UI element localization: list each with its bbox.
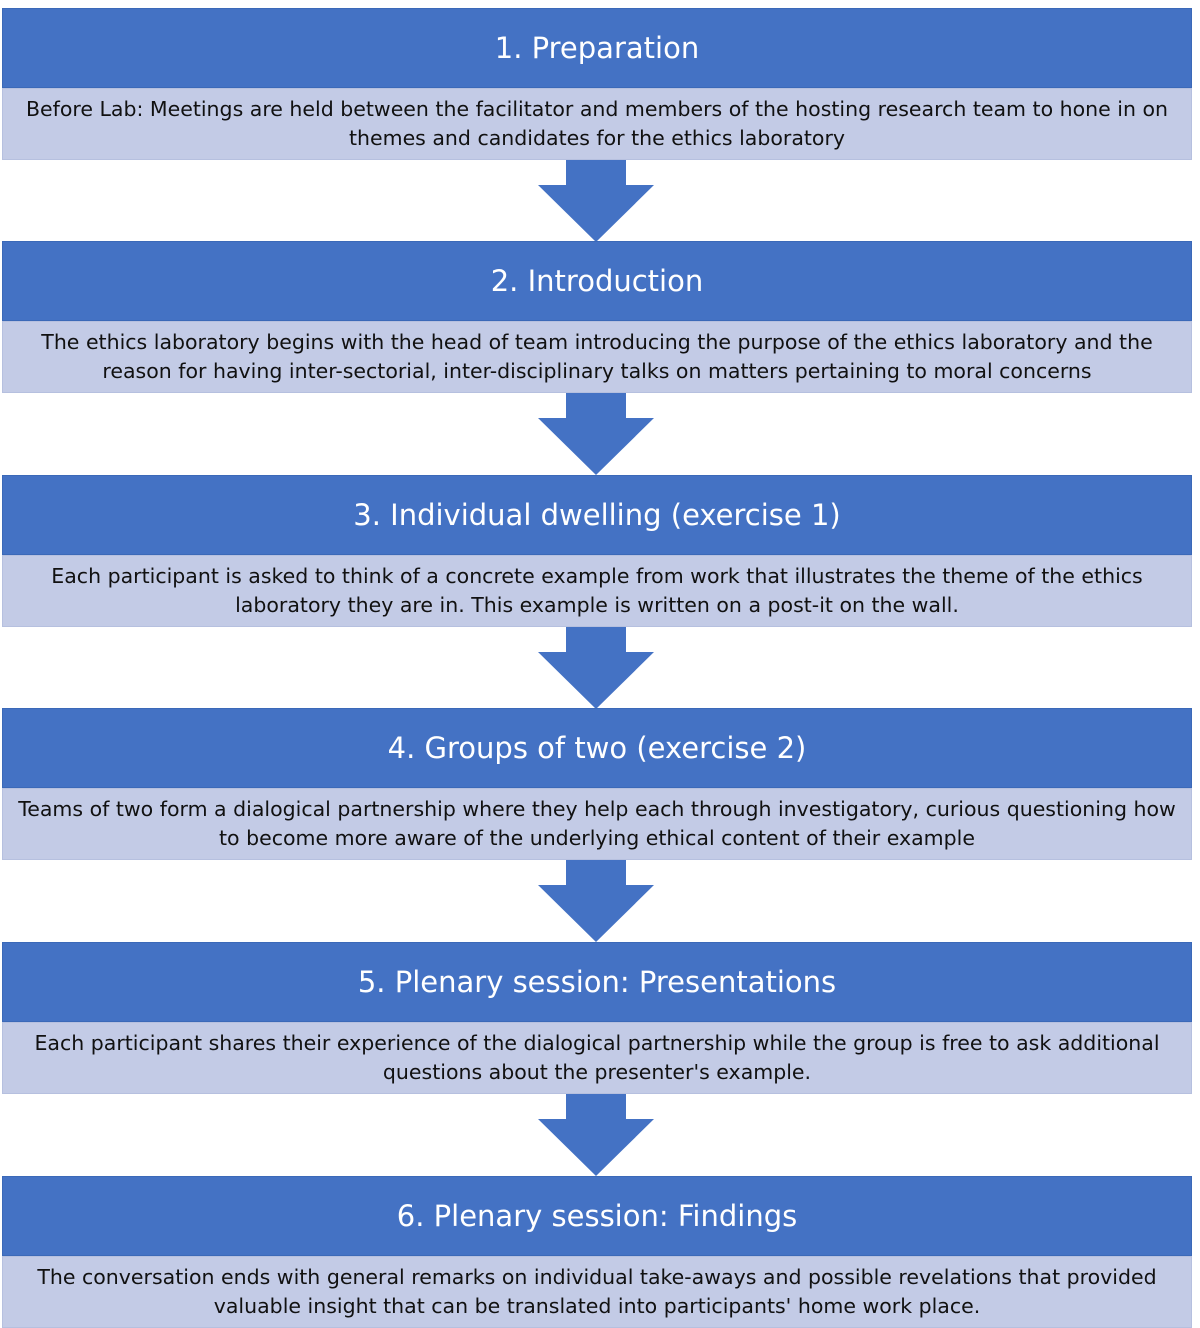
step-description: Each participant shares their experience… — [2, 1022, 1192, 1094]
step-title: 4. Groups of two (exercise 2) — [2, 708, 1192, 788]
down-arrow-icon — [538, 627, 654, 709]
down-arrow-shape — [538, 393, 654, 475]
down-arrow-shape — [538, 860, 654, 942]
step-4-groups-of-two: 4. Groups of two (exercise 2) Teams of t… — [2, 708, 1192, 860]
step-description: Before Lab: Meetings are held between th… — [2, 88, 1192, 160]
step-3-individual-dwelling: 3. Individual dwelling (exercise 1) Each… — [2, 475, 1192, 627]
down-arrow-shape — [538, 627, 654, 709]
down-arrow-icon — [538, 393, 654, 475]
step-description: Teams of two form a dialogical partnersh… — [2, 788, 1192, 860]
down-arrow-icon — [538, 1094, 654, 1176]
down-arrow-shape — [538, 160, 654, 242]
step-2-introduction: 2. Introduction The ethics laboratory be… — [2, 241, 1192, 393]
step-description: Each participant is asked to think of a … — [2, 555, 1192, 627]
step-title: 1. Preparation — [2, 8, 1192, 88]
step-5-presentations: 5. Plenary session: Presentations Each p… — [2, 942, 1192, 1094]
step-title: 2. Introduction — [2, 241, 1192, 321]
step-title: 5. Plenary session: Presentations — [2, 942, 1192, 1022]
step-1-preparation: 1. Preparation Before Lab: Meetings are … — [2, 8, 1192, 160]
down-arrow-shape — [538, 1094, 654, 1176]
down-arrow-icon — [538, 860, 654, 942]
step-6-findings: 6. Plenary session: Findings The convers… — [2, 1176, 1192, 1328]
step-description: The ethics laboratory begins with the he… — [2, 321, 1192, 393]
step-title: 3. Individual dwelling (exercise 1) — [2, 475, 1192, 555]
step-title: 6. Plenary session: Findings — [2, 1176, 1192, 1256]
down-arrow-icon — [538, 160, 654, 242]
step-description: The conversation ends with general remar… — [2, 1256, 1192, 1328]
